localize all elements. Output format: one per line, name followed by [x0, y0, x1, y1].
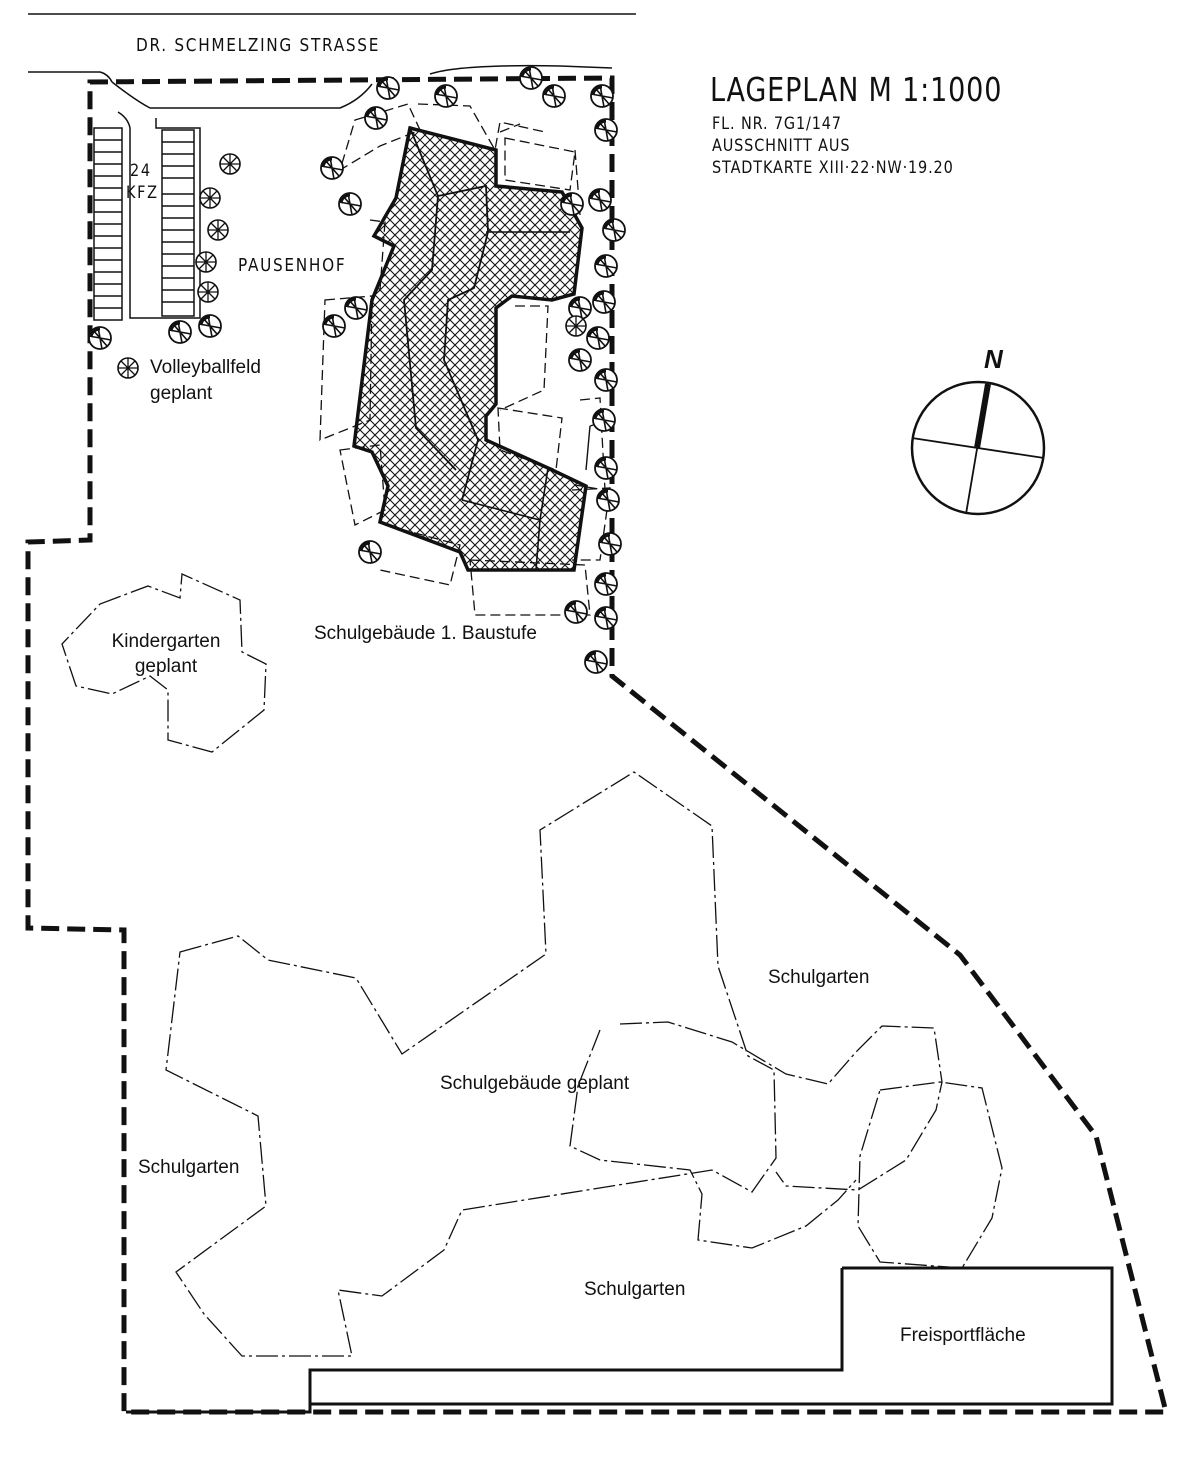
plan-subtitle-line-3: STADTKARTE XIII·22·NW·19.20 [712, 158, 954, 178]
north-label: N [984, 344, 1003, 374]
school-planned-outlines [165, 771, 1003, 1357]
volleyball-label-line-2: geplant [150, 383, 213, 404]
school-garden-label-s: Schulgarten [584, 1279, 686, 1300]
school-garden-label-w: Schulgarten [138, 1157, 240, 1178]
plan-title: LAGEPLAN M 1:1000 [710, 70, 1003, 109]
pausenhof-label: PAUSENHOF [238, 255, 347, 276]
property-boundary [25, 75, 1170, 1415]
parking-unit-label: KFZ [126, 183, 159, 203]
school-planned-label: Schulgebäude geplant [440, 1073, 630, 1094]
kindergarten-label-line-2: geplant [134, 656, 198, 677]
north-arrow [910, 380, 1046, 516]
school-garden-label-ne: Schulgarten [768, 967, 870, 988]
street-name: DR. SCHMELZING STRASSE [136, 35, 381, 56]
plan-subtitle-line-1: FL. NR. 7G1/147 [712, 114, 842, 134]
kindergarten-planned-outline [61, 573, 267, 753]
street [28, 13, 636, 83]
volleyball-label-line-1: Volleyballfeld [150, 357, 261, 378]
plan-subtitle-line-2: AUSSCHNITT AUS [712, 136, 851, 156]
sports-field-label: Freisportfläche [900, 1325, 1026, 1346]
parking-area [93, 81, 373, 321]
school-building-stage-1 [352, 125, 588, 572]
parking-count-label: 24 [130, 161, 152, 181]
sports-field-outline [126, 1266, 1114, 1414]
school-stage1-label: Schulgebäude 1. Baustufe [314, 623, 537, 644]
kindergarten-label-line-1: Kindergarten [111, 631, 221, 652]
